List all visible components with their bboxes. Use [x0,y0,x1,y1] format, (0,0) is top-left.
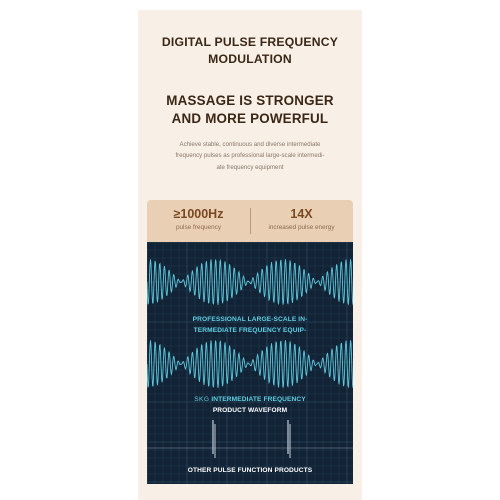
stat-label: pulse frequency [175,224,222,231]
waveform-graphic [147,242,353,484]
professional-waveform [147,258,353,306]
headline: DIGITAL PULSE FREQUENCY MODULATION [138,34,362,68]
stat-label: increased pulse energy [268,224,335,231]
other-products-caption: OTHER PULSE FUNCTION PRODUCTS [187,467,313,474]
subheadline-line-1: MASSAGE IS STRONGER [166,93,334,108]
stats-bar: ≥1000Hz pulse frequency 14X increased pu… [147,200,353,242]
stat-pulse-energy: 14X increased pulse energy [250,200,353,242]
skg-logo: SKG [194,396,210,403]
caption-line-2: PRODUCT WAVEFORM [212,407,288,414]
caption-line-1: PROFESSIONAL LARGE-SCALE IN- [192,316,308,323]
headline-line-2: MODULATION [208,52,292,66]
skg-waveform [147,339,353,389]
stat-value: ≥1000Hz [173,207,224,221]
subheadline-line-2: AND MORE POWERFUL [171,111,329,126]
description-line-3: ate frequency equipment [216,163,284,171]
stat-pulse-frequency: ≥1000Hz pulse frequency [147,200,250,242]
description-line-2: frequency pulses as professional large-s… [175,152,325,160]
caption-line-1-text: INTERMEDIATE FREQUENCY [211,396,306,403]
caption-line-2: TERMEDIATE FREQUENCY EQUIP- [193,327,307,334]
waveform-oscilloscope: PROFESSIONAL LARGE-SCALE IN- TERMEDIATE … [147,242,353,484]
product-feature-panel: DIGITAL PULSE FREQUENCY MODULATION MASSA… [138,10,362,500]
headline-line-1: DIGITAL PULSE FREQUENCY [161,35,339,49]
description: Achieve stable, continuous and diverse i… [146,139,354,173]
professional-equipment-caption: PROFESSIONAL LARGE-SCALE IN- TERMEDIATE … [147,314,353,336]
stats-divider [250,208,251,234]
subheadline: MASSAGE IS STRONGER AND MORE POWERFUL [138,92,362,128]
description-line-1: Achieve stable, continuous and diverse i… [179,141,321,148]
stat-value: 14X [290,207,313,221]
